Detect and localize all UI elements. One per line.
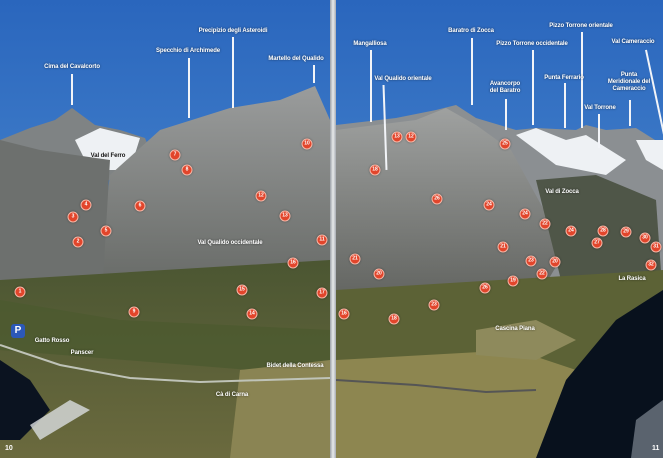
route-marker: 13	[391, 131, 403, 143]
route-marker: 3	[67, 211, 79, 223]
label-mangalliosa: Mangalliosa	[353, 41, 387, 47]
label-val-qualido-orientale: Val Qualido orientale	[374, 76, 432, 82]
leader-line	[313, 65, 315, 83]
label-gatto-rosso: Gatto Rosso	[34, 338, 70, 344]
route-marker: 28	[597, 225, 609, 237]
route-marker: 20	[373, 268, 385, 280]
page-number-right: 11	[652, 445, 660, 452]
label-punta-ferrario: Punta Ferrario	[544, 75, 584, 81]
route-marker: 26	[431, 193, 443, 205]
route-marker: 23	[525, 255, 537, 267]
route-marker: 30	[639, 232, 651, 244]
route-marker: 20	[549, 256, 561, 268]
book-gutter	[330, 0, 336, 458]
label-line: Meridionale del	[607, 79, 651, 85]
label-val-cameraccio: Val Cameraccio	[611, 39, 655, 45]
route-marker: 25	[499, 138, 511, 150]
leader-line	[581, 32, 583, 128]
route-marker: 23	[428, 299, 440, 311]
label-val-qualido-occidentale: Val Qualido occidentale	[197, 240, 263, 246]
route-marker: 4	[80, 199, 92, 211]
label-panscer: Panscer	[70, 350, 94, 356]
route-marker: 32	[645, 259, 657, 271]
leader-line	[471, 38, 473, 105]
route-marker: 24	[565, 225, 577, 237]
label-val-zocca: Val di Zocca	[545, 189, 579, 195]
route-marker: 17	[316, 287, 328, 299]
label-line: Cameraccio	[612, 86, 646, 92]
leader-line	[564, 83, 566, 128]
right-photo	[336, 0, 663, 458]
label-ca-carna: Cà di Carna	[215, 392, 249, 398]
route-marker: 5	[100, 225, 112, 237]
leader-line	[370, 50, 372, 122]
right-page: Mangalliosa Val Qualido orientale Baratr…	[336, 0, 663, 458]
label-martello-qualido: Martello del Qualido	[268, 56, 324, 62]
route-marker: 8	[181, 164, 193, 176]
leader-line	[188, 58, 190, 118]
label-precipizio-asteroidi: Precipizio degli Asteroidi	[198, 28, 268, 34]
route-marker: 26	[479, 282, 491, 294]
label-line: Punta	[620, 72, 638, 78]
label-bidet-contessa: Bidet della Contessa	[266, 363, 324, 369]
label-line: Avancorpo	[489, 81, 521, 87]
route-marker: 18	[369, 164, 381, 176]
leader-line	[232, 37, 234, 108]
route-marker: 16	[338, 308, 350, 320]
label-baratro-zocca: Baratro di Zocca	[448, 28, 494, 34]
route-marker: 22	[539, 218, 551, 230]
route-marker: 1	[14, 286, 26, 298]
route-marker: 31	[650, 241, 662, 253]
route-marker: 7	[169, 149, 181, 161]
route-marker: 11	[316, 234, 328, 246]
label-line: del Baratro	[489, 88, 521, 94]
route-marker: 12	[255, 190, 267, 202]
route-marker: 14	[246, 308, 258, 320]
parking-icon: P	[11, 324, 25, 338]
route-marker: 22	[536, 268, 548, 280]
leader-line	[505, 99, 507, 130]
label-pizzo-torrone-occidentale: Pizzo Torrone occidentale	[496, 41, 568, 47]
route-marker: 27	[591, 237, 603, 249]
route-marker: 2	[72, 236, 84, 248]
route-marker: 24	[483, 199, 495, 211]
label-pizzo-torrone-orientale: Pizzo Torrone orientale	[549, 23, 613, 29]
route-marker: 29	[620, 226, 632, 238]
route-marker: 21	[349, 253, 361, 265]
label-val-ferro: Val del Ferro	[90, 153, 126, 159]
route-marker: 21	[497, 241, 509, 253]
leader-line	[532, 50, 534, 125]
route-marker: 19	[507, 275, 519, 287]
left-page: Cima del Cavalcorto Specchio di Archimed…	[0, 0, 330, 458]
route-marker: 16	[287, 257, 299, 269]
route-marker: 15	[236, 284, 248, 296]
route-marker: 10	[301, 138, 313, 150]
route-marker: 24	[519, 208, 531, 220]
label-specchio-archimede: Specchio di Archimede	[155, 48, 221, 54]
label-cascina-piana: Cascina Piana	[495, 326, 535, 332]
leader-line	[629, 100, 631, 126]
route-marker: 18	[388, 313, 400, 325]
route-marker: 13	[279, 210, 291, 222]
route-marker: 6	[134, 200, 146, 212]
leader-line	[71, 74, 73, 105]
label-la-rasica: La Rasica	[618, 276, 646, 282]
leader-line	[598, 114, 600, 148]
label-val-torrone: Val Torrone	[584, 105, 616, 111]
route-marker: 12	[405, 131, 417, 143]
page-number-left: 10	[5, 445, 13, 452]
route-marker: 9	[128, 306, 140, 318]
label-cima-cavalcorto: Cima del Cavalcorto	[44, 64, 100, 70]
